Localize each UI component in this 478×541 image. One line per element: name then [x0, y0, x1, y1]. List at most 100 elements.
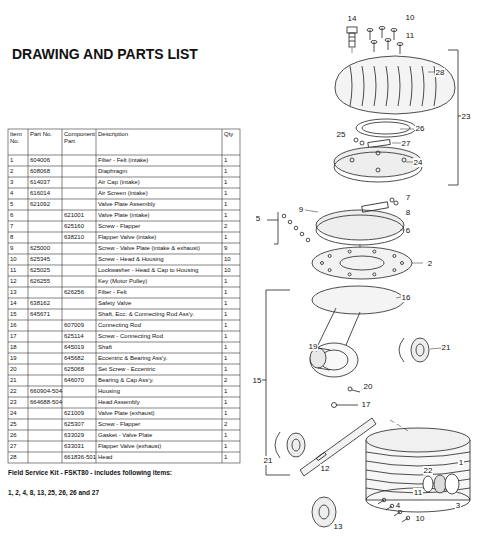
callout-number: 19 — [308, 342, 319, 351]
table-cell: 9 — [224, 243, 239, 254]
shaft-assembly-bracket — [262, 290, 290, 475]
table-cell: 9 — [10, 243, 27, 254]
head — [335, 56, 455, 114]
table-cell: 23 — [10, 397, 27, 408]
intake-parts — [423, 474, 459, 494]
table-cell: 1 — [224, 331, 239, 342]
table-cell: 1 — [224, 408, 239, 419]
safety-valve — [347, 27, 357, 47]
eccentric — [310, 348, 330, 370]
table-cell: 625345 — [30, 254, 61, 265]
callout-number: 10 — [405, 13, 416, 22]
table-cell: 626256 — [64, 287, 95, 298]
table-cell: 604006 — [30, 155, 61, 166]
table-cell: 16 — [10, 320, 27, 331]
table-cell: 1 — [224, 441, 239, 452]
table-cell: 1 — [224, 232, 239, 243]
head-screws — [367, 27, 403, 55]
table-cell: 645671 — [30, 309, 61, 320]
table-cell: 607009 — [64, 320, 95, 331]
table-cell: 1 — [224, 177, 239, 188]
callout-number: 13 — [333, 522, 344, 531]
table-cell: 621092 — [30, 199, 61, 210]
table-cell: 638162 — [30, 298, 61, 309]
table-cell: Gasket - Valve Plate — [98, 430, 222, 441]
table-cell: 621001 — [64, 210, 95, 221]
rod-screw — [332, 403, 359, 408]
table-cell: 1 — [224, 199, 239, 210]
table-cell: 6 — [10, 210, 27, 221]
table-cell: Diaphragm — [98, 166, 222, 177]
table-cell: 1 — [224, 353, 239, 364]
connecting-rod — [310, 286, 404, 377]
table-cell: 2 — [10, 166, 27, 177]
leader-lines — [305, 72, 441, 352]
table-cell: 22 — [10, 386, 27, 397]
callout-number: 20 — [363, 382, 374, 391]
callout-number: 21 — [441, 343, 452, 352]
table-cell: 20 — [10, 364, 27, 375]
table-cell: 14 — [10, 298, 27, 309]
table-cell: Shaft, Ecc. & Connecting Rod Ass'y. — [98, 309, 222, 320]
table-cell: 1 — [224, 364, 239, 375]
table-cell: 1 — [224, 276, 239, 287]
table-cell: 1 — [224, 166, 239, 177]
callout-number: 10 — [415, 514, 426, 523]
callout-number: 4 — [395, 501, 401, 510]
table-header: Qty — [224, 131, 239, 138]
callout-number: 17 — [361, 400, 372, 409]
callout-number: 1 — [458, 458, 464, 467]
table-cell: 27 — [10, 441, 27, 452]
housing-screws — [378, 498, 410, 522]
callout-number: 11 — [413, 488, 423, 497]
table-cell: Valve Plate (intake) — [98, 210, 222, 221]
callout-number: 25 — [336, 130, 347, 139]
callout-number: 28 — [435, 68, 446, 77]
table-cell: 18 — [10, 342, 27, 353]
table-cell: 638210 — [64, 232, 95, 243]
table-cell: Screw - Flapper — [98, 419, 222, 430]
callout-number: 9 — [298, 205, 304, 214]
table-cell: Housing — [98, 386, 222, 397]
gasket — [356, 119, 416, 137]
callout-number: 12 — [320, 464, 331, 473]
table-cell: 24 — [10, 408, 27, 419]
table-cell: 25 — [10, 419, 27, 430]
table-cell: Set Screw - Eccentric — [98, 364, 222, 375]
table-cell: 15 — [10, 309, 27, 320]
table-cell: 625114 — [64, 331, 95, 342]
table-cell: 608068 — [30, 166, 61, 177]
table-cell: Shaft — [98, 342, 222, 353]
table-cell: Filter - Felt — [98, 287, 222, 298]
page-title: DRAWING AND PARTS LIST — [12, 46, 198, 62]
table-cell: 19 — [10, 353, 27, 364]
table-cell: Safety Valve — [98, 298, 222, 309]
table-cell: 1 — [10, 155, 27, 166]
table-cell: 2 — [224, 419, 239, 430]
table-cell: Lockwasher - Head & Cap to Housing — [98, 265, 222, 276]
table-cell: 660904-504 — [30, 386, 61, 397]
callout-number: 11 — [405, 31, 415, 40]
table-cell: Flapper Valve (exhaust) — [98, 441, 222, 452]
table-cell: 626255 — [30, 276, 61, 287]
table-cell: 21 — [10, 375, 27, 386]
table-cell: Eccentric & Bearing Ass'y. — [98, 353, 222, 364]
shaft — [300, 418, 376, 476]
table-cell: Valve Plate (exhaust) — [98, 408, 222, 419]
table-cell: 1 — [224, 430, 239, 441]
table-cell: 12 — [10, 276, 27, 287]
table-cell: 633031 — [64, 441, 95, 452]
table-cell: Key (Motor Pulley) — [98, 276, 222, 287]
table-cell: 10 — [224, 254, 239, 265]
callout-number: 5 — [255, 214, 261, 223]
table-cell: 1 — [224, 188, 239, 199]
table-cell: 614037 — [30, 177, 61, 188]
callout-number: 14 — [347, 14, 358, 23]
parts-table-grid — [8, 129, 240, 463]
table-cell: 621009 — [64, 408, 95, 419]
table-header: Item No. — [10, 131, 27, 145]
table-cell: 1 — [224, 287, 239, 298]
callout-number: 22 — [423, 466, 434, 475]
callout-number: 6 — [405, 226, 411, 235]
table-cell: 664688-504 — [30, 397, 61, 408]
